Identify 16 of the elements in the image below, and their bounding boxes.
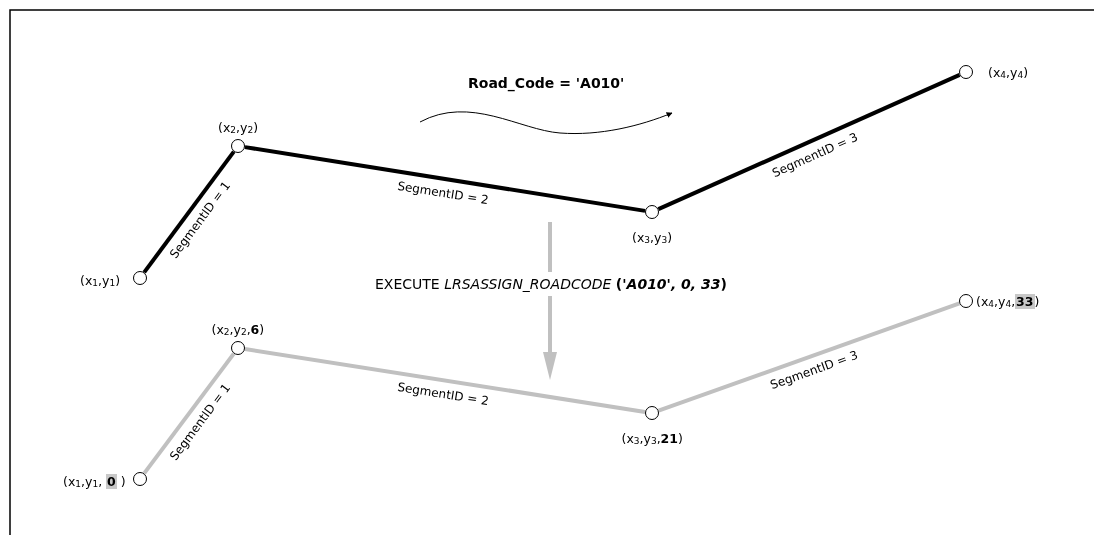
command-text: EXECUTE LRSASSIGN_ROADCODE ('A010', 0, 33) bbox=[375, 276, 727, 292]
coordinate-label: (x$_{1}$,y$_{1}$) bbox=[80, 272, 120, 288]
coordinate-label: (x$_{2}$,y$_{2}$,6) bbox=[211, 321, 265, 337]
coordinate-label: (x$_{1}$,y$_{1}$, 0 ) bbox=[63, 473, 126, 489]
title: Road_Code = 'A010' bbox=[468, 75, 625, 91]
coordinate-label: (x$_{3}$,y$_{3}$) bbox=[632, 229, 672, 245]
line-segment bbox=[657, 301, 961, 413]
line-segment bbox=[244, 347, 646, 414]
coordinate-label: (x$_{4}$,y$_{4}$,33) bbox=[976, 293, 1040, 309]
line-segment bbox=[142, 352, 236, 475]
line-segment bbox=[244, 145, 646, 213]
coordinate-label: (x$_{3}$,y$_{3}$,21) bbox=[621, 430, 683, 446]
line-segment bbox=[142, 150, 236, 274]
coordinate-label: (x$_{2}$,y$_{2}$) bbox=[218, 119, 258, 135]
line-segment bbox=[657, 73, 961, 211]
coordinate-label: (x$_{4}$,y$_{4}$) bbox=[988, 64, 1028, 80]
